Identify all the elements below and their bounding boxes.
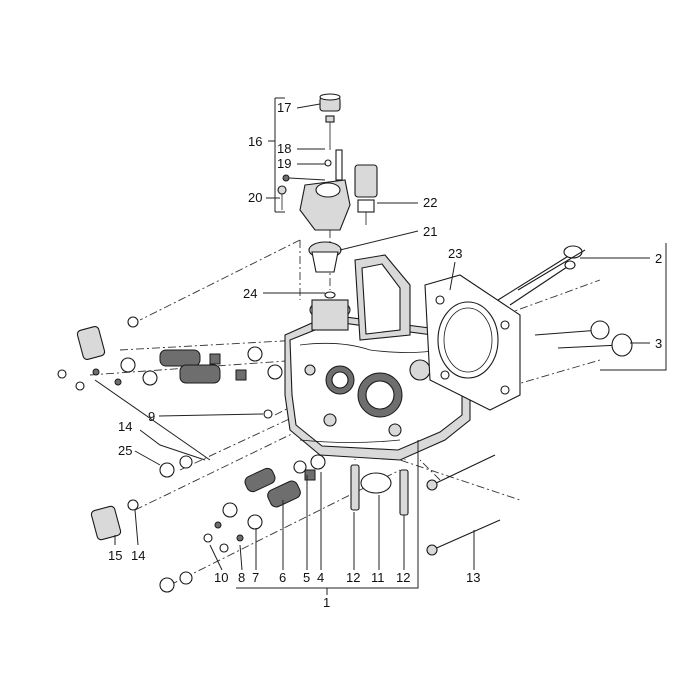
- temperature-sensor: [354, 164, 378, 225]
- thermostat-seat: [309, 299, 351, 331]
- thermostat: [308, 241, 342, 273]
- thermostat-o-ring: [324, 291, 336, 299]
- callout-17: 17: [277, 100, 291, 115]
- callout-10: 10: [214, 570, 228, 585]
- callout-4: 4: [317, 570, 324, 585]
- callout-20: 20: [248, 190, 262, 205]
- cylinder-head: [284, 254, 471, 461]
- callout-13: 13: [466, 570, 480, 585]
- callout-19: 19: [277, 156, 291, 171]
- callout-23: 23: [448, 246, 462, 261]
- callout-24: 24: [243, 286, 257, 301]
- callout-14-lower: 14: [131, 548, 145, 563]
- callout-16: 16: [248, 134, 262, 149]
- o-ring-dot: [282, 174, 290, 182]
- cylinder-head-gasket: [424, 274, 521, 411]
- callout-15: 15: [108, 548, 122, 563]
- nut-25: [159, 455, 193, 478]
- callout-6: 6: [279, 570, 286, 585]
- valve-seal: [263, 409, 273, 419]
- leader-lines: [94, 97, 667, 595]
- small-washer: [324, 159, 332, 167]
- callout-9: 9: [148, 409, 155, 424]
- bleed-cap: [319, 93, 341, 112]
- callout-18: 18: [277, 141, 291, 156]
- callout-8: 8: [238, 570, 245, 585]
- valve-guide-lower: [90, 499, 139, 541]
- callout-21: 21: [423, 224, 437, 239]
- thermostat-cover: [299, 149, 351, 231]
- cover-screw: [277, 185, 287, 210]
- callout-2: 2: [655, 251, 662, 266]
- valve-springs-lower: [203, 454, 326, 553]
- head-bolts: [426, 454, 501, 556]
- callout-12-left: 12: [346, 570, 360, 585]
- nut-bottom: [159, 571, 193, 593]
- callout-12-right: 12: [396, 570, 410, 585]
- valve-guide-upper: [76, 316, 139, 360]
- callout-5: 5: [303, 570, 310, 585]
- callout-3: 3: [655, 336, 662, 351]
- callout-25: 25: [118, 443, 132, 458]
- callout-22: 22: [423, 195, 437, 210]
- callout-14-upper: 14: [118, 419, 132, 434]
- studs: [350, 464, 409, 516]
- callout-11: 11: [371, 570, 385, 585]
- intake-valves: [534, 320, 633, 357]
- exhaust-valves: [497, 245, 586, 306]
- valve-springs-upper: [57, 346, 283, 391]
- o-ring: [360, 472, 392, 494]
- bleed-screw: [325, 115, 335, 150]
- callout-labels: 17 16 18 19 20 22 21 23 2 24 3 9 14 25 1…: [108, 100, 662, 610]
- callout-1: 1: [323, 595, 330, 610]
- callout-7: 7: [252, 570, 259, 585]
